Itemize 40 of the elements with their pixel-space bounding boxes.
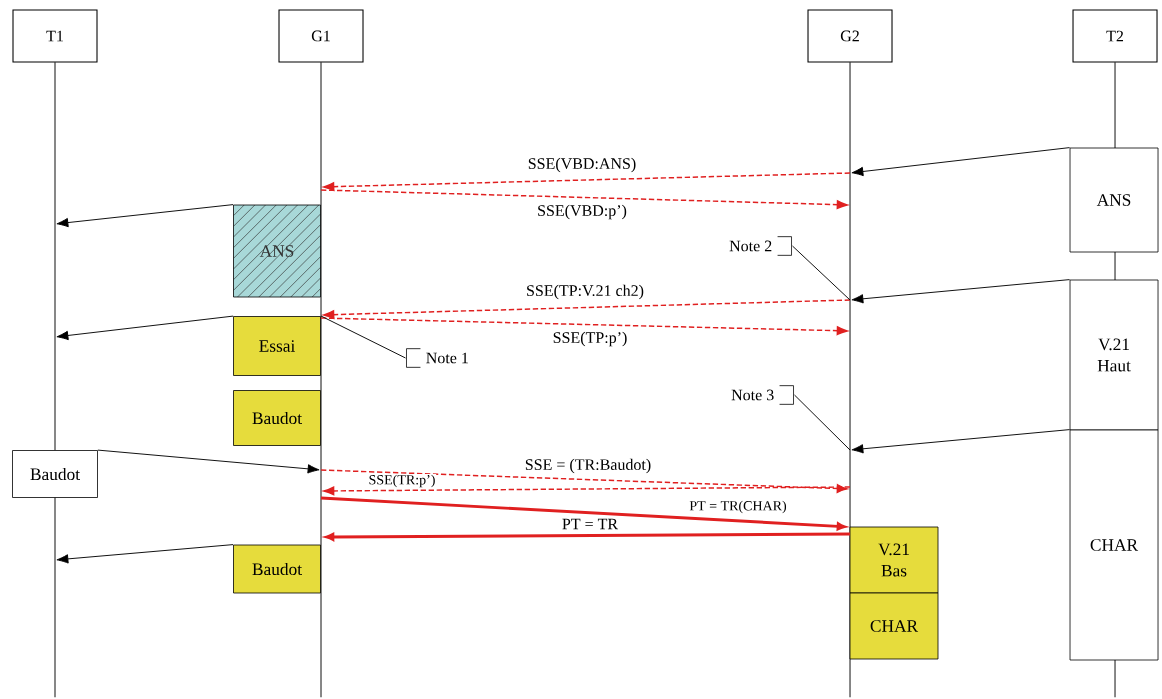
arrow [851,429,1071,454]
arrow [851,147,1071,177]
leader-line [792,245,851,301]
arrow [56,204,234,228]
arrow [97,449,320,474]
arrow [323,172,851,192]
note-label: Note 1 [406,348,468,368]
edge-label: SSE(VBD:ANS) [527,157,637,173]
arrow [851,279,1071,304]
arrow [323,486,851,496]
state-box: CHAR [849,592,939,660]
participant-box: G2 [807,9,893,63]
edge-label: PT = TR(CHAR) [688,500,788,514]
arrow [320,189,848,210]
leader-line [320,315,406,359]
state-box: V.21 Haut [1069,279,1159,431]
edge-label: SSE(TP:V.21 ch2) [525,284,645,300]
state-box: CHAR [1069,429,1159,661]
participant-box: T1 [12,9,98,63]
arrow [56,315,234,341]
edge-label: SSE(TR:p’) [367,474,437,488]
state-box: Essai [233,316,321,376]
arrow [320,317,848,336]
state-box: V.21 Bas [849,526,939,594]
arrow [320,469,848,493]
state-box: Baudot [233,544,321,594]
participant-box: T2 [1072,9,1158,63]
edge-label: PT = TR [561,518,619,530]
edge-label: SSE(VBD:p’) [536,204,628,220]
arrow [56,544,234,564]
participant-box: G1 [278,9,364,63]
note-label: Note 2 [729,236,792,256]
note-label: Note 3 [731,385,794,405]
edge-label: SSE = (TR:Baudot) [524,458,652,474]
state-box: Baudot [233,390,321,446]
leader-line [794,394,851,451]
state-box: Baudot [12,450,98,498]
state-box: ANS [1069,147,1159,253]
edge-label: SSE(TP:p’) [552,331,628,347]
arrow [323,299,851,320]
